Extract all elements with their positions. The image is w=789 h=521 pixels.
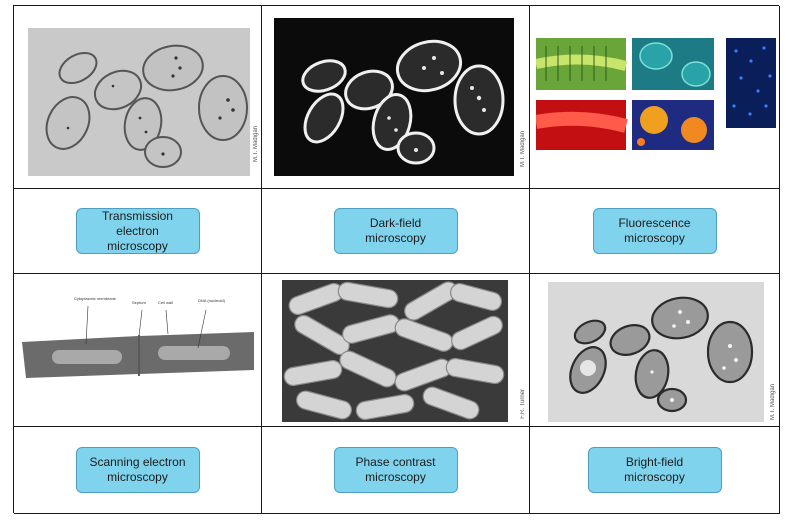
label-bright-field-microscopy: Bright-field microscopy (587, 447, 722, 493)
cell-label-brightfield: Bright-field microscopy (530, 427, 780, 514)
microscopy-table: M.T. Madigan M.T. Madigan (13, 5, 780, 514)
sem-label-septum: Septum (132, 300, 146, 305)
label-phase-contrast-microscopy: Phase contrast microscopy (333, 447, 458, 493)
cell-label-sem: Scanning electron microscopy (14, 427, 262, 514)
label-transmission-electron-microscopy: Transmission electron microscopy (75, 208, 200, 254)
cell-label-darkfield: Dark-field microscopy (262, 189, 530, 274)
darkfield-yeast-image (274, 18, 514, 176)
phase-contrast-rods-image (282, 280, 508, 422)
cell-label-phase: Phase contrast microscopy (262, 427, 530, 514)
label-fluorescence-microscopy: Fluorescence microscopy (592, 208, 717, 254)
cell-image-tem: M.T. Madigan (14, 6, 262, 189)
sem-label-cell-wall: Cell wall (158, 300, 173, 305)
sem-label-dna: DNA (nucleoid) (198, 298, 226, 303)
cell-label-fluorescence: Fluorescence microscopy (530, 189, 780, 274)
cell-image-darkfield: M.T. Madigan (262, 6, 530, 189)
cell-image-fluorescence (530, 6, 780, 189)
tem-yeast-image (28, 28, 250, 176)
fluorescence-panel-image (536, 38, 776, 150)
brightfield-yeast-image (548, 282, 764, 422)
darkfield-image-credit: M.T. Madigan (520, 131, 526, 168)
tem-image-credit: M.T. Madigan (253, 126, 259, 163)
sem-label-membrane: Cytoplasmic membrane (74, 296, 117, 301)
label-dark-field-microscopy: Dark-field microscopy (333, 208, 458, 254)
cell-image-phase: F.R. Turner (262, 274, 530, 427)
phase-image-credit: F.R. Turner (520, 389, 526, 419)
sem-dividing-cell-image: Cytoplasmic membrane Septum Cell wall DN… (18, 290, 258, 410)
cell-image-brightfield: M.T. Madigan (530, 274, 780, 427)
cell-image-sem: Cytoplasmic membrane Septum Cell wall DN… (14, 274, 262, 427)
brightfield-image-credit: M.T. Madigan (770, 384, 776, 421)
label-scanning-electron-microscopy: Scanning electron microscopy (75, 447, 200, 493)
cell-label-tem: Transmission electron microscopy (14, 189, 262, 274)
